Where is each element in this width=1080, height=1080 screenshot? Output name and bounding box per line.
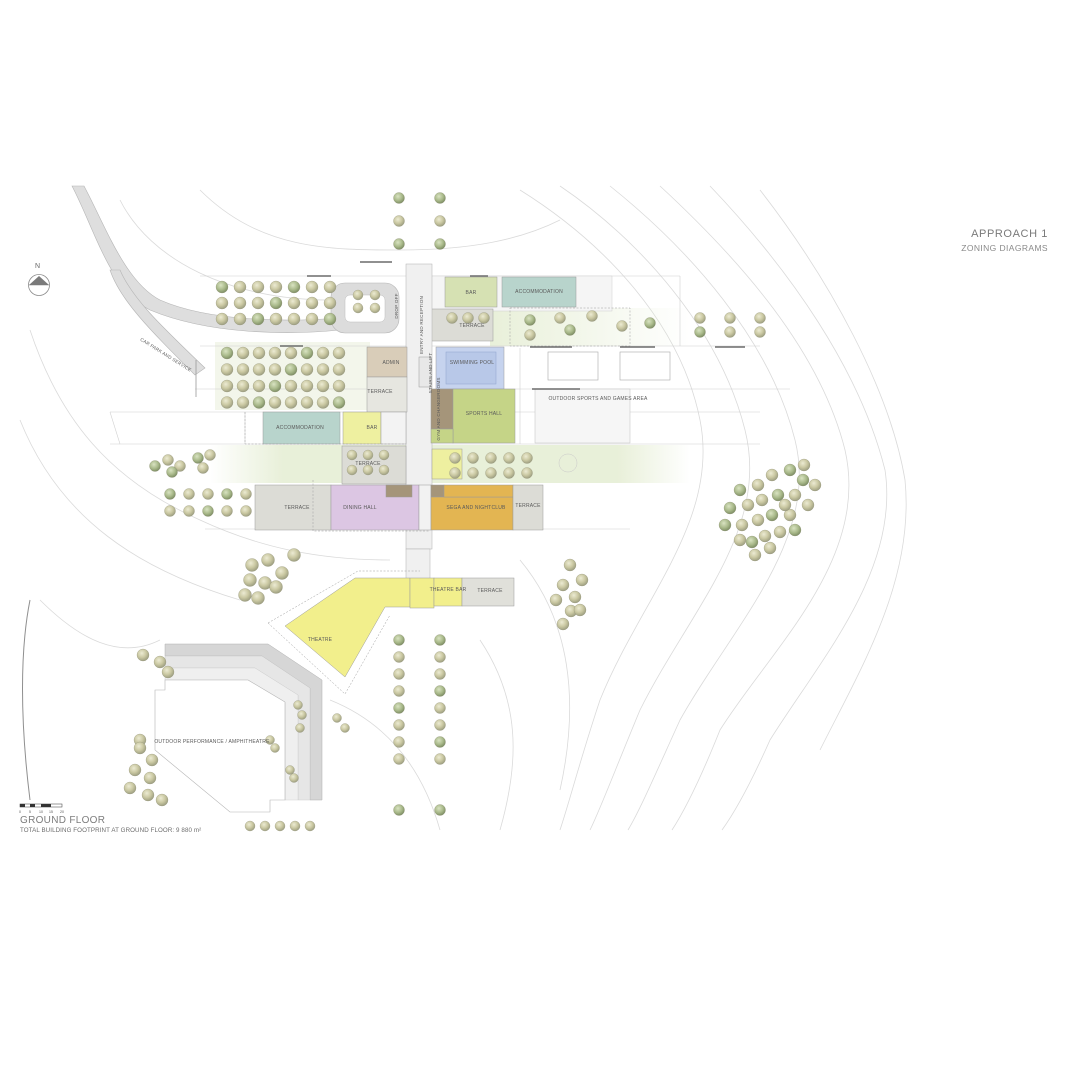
zone-sega-nightclub xyxy=(430,496,514,531)
zone-admin xyxy=(366,346,408,378)
access-road xyxy=(71,185,400,397)
zone-theatre-bar xyxy=(433,577,463,607)
zone-theatre xyxy=(284,577,411,678)
label-accommodation-mid: ACCOMMODATION xyxy=(276,425,324,431)
label-stairs-lift: STAIRS AND LIFT xyxy=(428,353,433,394)
north-letter: N xyxy=(35,263,41,270)
label-terrace-left: TERRACE xyxy=(367,389,393,395)
label-accommodation-top: ACCOMMODATION xyxy=(515,289,563,295)
scale-tick-10: 10 xyxy=(39,810,43,814)
scale-tick-5: 5 xyxy=(29,810,31,814)
zone-terrace-east xyxy=(512,484,544,531)
label-drop-off: DROP OFF xyxy=(394,293,399,318)
label-terrace-east: TERRACE xyxy=(515,503,541,509)
zone-accommodation-mid xyxy=(262,411,341,445)
label-terrace-theatre: TERRACE xyxy=(477,588,503,594)
label-terrace-west: TERRACE xyxy=(284,505,310,511)
diagram-subtitle: ZONING DIAGRAMS xyxy=(961,243,1048,253)
scale-tick-15: 15 xyxy=(49,810,53,814)
label-swimming-pool: SWIMMING POOL xyxy=(450,360,495,366)
footprint-text: TOTAL BUILDING FOOTPRINT AT GROUND FLOOR… xyxy=(20,827,202,834)
label-bar-top: BAR xyxy=(466,290,477,296)
label-admin: ADMIN xyxy=(382,360,399,366)
scale-tick-20: 20 xyxy=(60,810,64,814)
label-theatre: THEATRE xyxy=(308,637,333,643)
label-gym-changerooms: GYM AND CHANGEROOMS xyxy=(436,377,441,440)
label-amphitheatre: OUTDOOR PERFORMANCE / AMPHITHEATRE xyxy=(154,739,270,745)
wall-lines xyxy=(280,261,745,390)
zone-gym xyxy=(430,388,454,430)
label-outdoor-sports: OUTDOOR SPORTS AND GAMES AREA xyxy=(548,396,648,402)
scale-bar: 0 5 10 15 20 xyxy=(19,803,64,814)
label-entry-reception: ENTRY AND RECEPTION xyxy=(419,296,424,354)
diagram-title: APPROACH 1 xyxy=(971,228,1048,240)
zone-accommodation-top xyxy=(501,276,577,308)
label-sports-hall: SPORTS HALL xyxy=(466,411,503,417)
zone-bar-mid xyxy=(342,411,382,445)
terrain-contours xyxy=(19,185,907,831)
zone-terrace-left xyxy=(366,376,408,413)
zone-terrace-theatre xyxy=(461,577,515,607)
amphitheatre xyxy=(154,643,323,813)
trees xyxy=(123,192,822,832)
label-bar-mid: BAR xyxy=(367,425,378,431)
floor-title: GROUND FLOOR xyxy=(20,815,106,826)
scale-tick-0: 0 xyxy=(19,810,21,814)
zone-bar-top xyxy=(444,276,498,308)
label-theatre-bar: THEATRE BAR xyxy=(430,587,467,593)
label-terrace-mid: TERRACE xyxy=(355,461,381,467)
north-arrow-icon xyxy=(28,274,50,296)
label-sega-nightclub: SEGA AND NIGHTCLUB xyxy=(446,505,506,511)
label-dining-hall: DINING HALL xyxy=(343,505,377,511)
label-terrace-top: TERRACE xyxy=(459,323,485,329)
zone-sports-hall xyxy=(452,388,516,444)
dashed-outlines xyxy=(244,307,631,695)
